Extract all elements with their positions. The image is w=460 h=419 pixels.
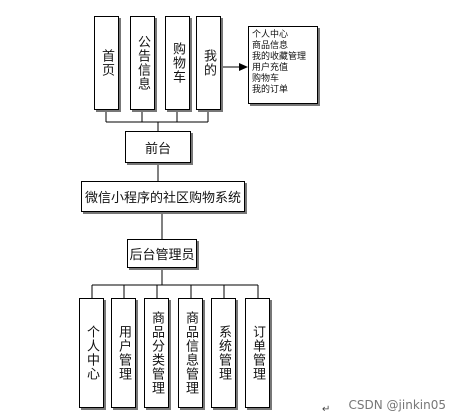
admin-module-user-management: 用户管理 — [111, 298, 136, 408]
arrow-head-icon — [239, 63, 248, 71]
system-node: 微信小程序的社区购物系统 — [81, 181, 245, 212]
module-mine: 我的 — [196, 16, 221, 110]
module-mine-label: 我的 — [201, 49, 216, 77]
admin-module-category-management: 商品分类管理 — [144, 298, 169, 408]
admin-module-label: 个人中心 — [84, 325, 99, 381]
module-cart-label: 购物车 — [170, 42, 185, 84]
module-announcements-label: 公告信息 — [135, 35, 150, 91]
module-home-label: 首页 — [99, 49, 114, 77]
my-item: 商品信息 — [252, 41, 289, 51]
admin-label: 后台管理员 — [129, 248, 195, 263]
admin-module-label: 系统管理 — [216, 325, 231, 381]
admin-module-system-management: 系统管理 — [211, 298, 236, 408]
module-announcements: 公告信息 — [130, 16, 155, 110]
my-item: 用户充值 — [252, 63, 289, 73]
system-title: 微信小程序的社区购物系统 — [84, 191, 241, 206]
admin-module-personal-center: 个人中心 — [79, 298, 104, 408]
frontend-label: 前台 — [144, 141, 171, 157]
my-items-list: 个人中心 商品信息 我的收藏管理 用户充值 购物车 我的订单 — [248, 26, 318, 104]
admin-module-label: 商品信息管理 — [183, 311, 198, 395]
admin-node: 后台管理员 — [127, 239, 197, 268]
admin-module-order-management: 订单管理 — [245, 298, 270, 408]
admin-module-product-management: 商品信息管理 — [178, 298, 203, 408]
admin-module-label: 订单管理 — [250, 325, 265, 381]
my-item: 个人中心 — [252, 30, 289, 40]
my-item: 我的订单 — [252, 85, 289, 95]
admin-module-label: 商品分类管理 — [149, 311, 164, 395]
watermark: CSDN @jinkin05 — [348, 398, 446, 412]
module-cart: 购物车 — [165, 16, 190, 110]
admin-module-label: 用户管理 — [116, 325, 131, 381]
my-item: 购物车 — [252, 74, 280, 84]
my-item: 我的收藏管理 — [252, 52, 307, 62]
return-mark: ↵ — [322, 404, 331, 415]
frontend-node: 前台 — [125, 131, 191, 163]
module-home: 首页 — [94, 16, 119, 110]
